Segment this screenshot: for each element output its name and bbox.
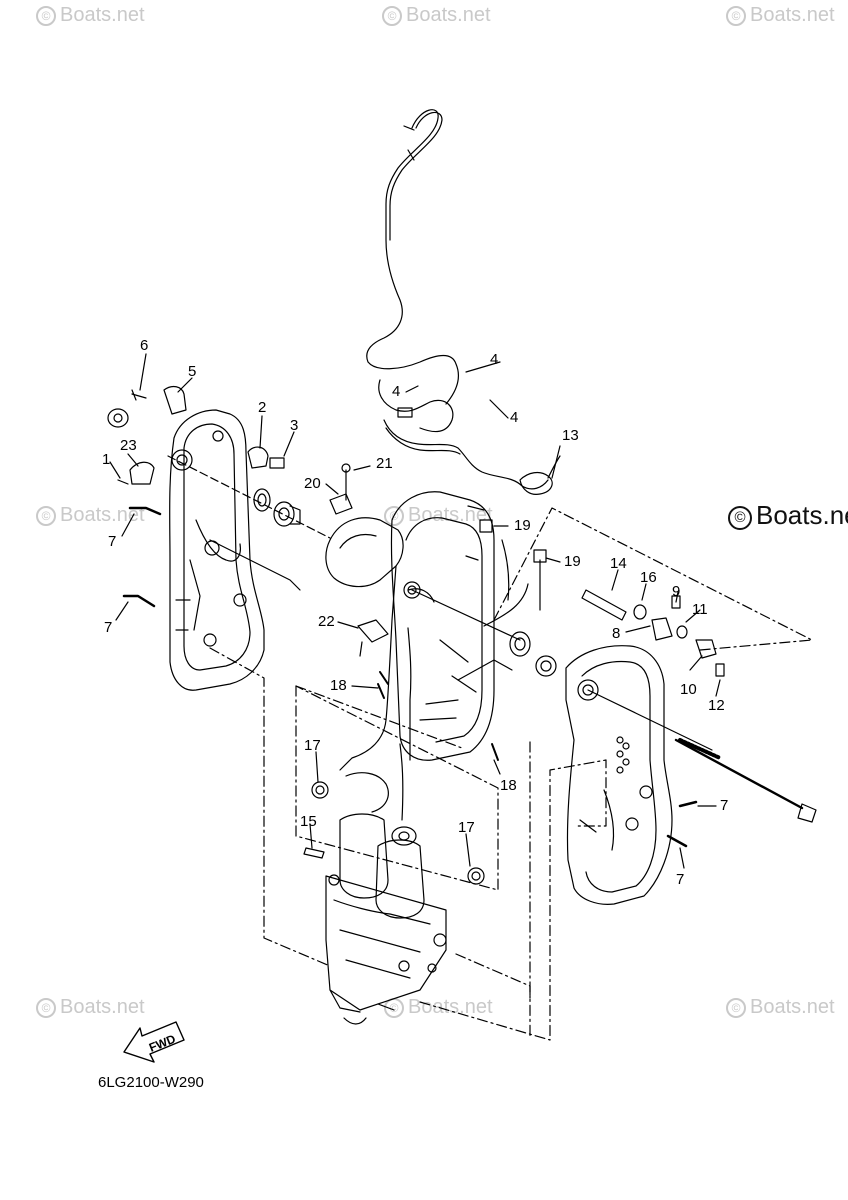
wire-harness bbox=[366, 109, 561, 495]
part-label: 8 bbox=[612, 625, 621, 642]
assembly-lines bbox=[167, 455, 817, 1041]
part-label: 4 bbox=[510, 409, 519, 426]
part-label: 21 bbox=[376, 455, 393, 472]
part-label: 3 bbox=[290, 417, 299, 434]
part-label: 4 bbox=[490, 351, 499, 368]
part-label: 18 bbox=[500, 777, 517, 794]
connector-shape bbox=[397, 407, 413, 418]
watermark: ©Boats.net bbox=[36, 4, 145, 27]
part-label: 22 bbox=[318, 613, 335, 630]
part-label: 7 bbox=[720, 797, 729, 814]
part-label: 6 bbox=[140, 337, 149, 354]
part-label: 17 bbox=[304, 737, 321, 754]
watermark: ©Boats.net bbox=[726, 996, 835, 1019]
copyright-icon: © bbox=[726, 5, 746, 26]
part-label: 7 bbox=[104, 619, 113, 636]
part-label: 2 bbox=[258, 399, 267, 416]
part-label: 19 bbox=[514, 517, 531, 534]
part-label: 1 bbox=[102, 451, 111, 468]
sensor-shape bbox=[519, 471, 553, 495]
copyright-icon: © bbox=[36, 505, 56, 526]
part-label: 5 bbox=[188, 363, 197, 380]
part-label: 17 bbox=[458, 819, 475, 836]
part-label: 4 bbox=[392, 383, 401, 400]
diagram-code: 6LG2100-W290 bbox=[98, 1074, 204, 1091]
clamp-bracket-right bbox=[565, 645, 673, 905]
swivel-bracket bbox=[325, 491, 495, 813]
copyright-icon: © bbox=[726, 997, 746, 1018]
part-label: 7 bbox=[676, 871, 685, 888]
part-label: 23 bbox=[120, 437, 137, 454]
part-label: 7 bbox=[108, 533, 117, 550]
part-label: 14 bbox=[610, 555, 627, 572]
copyright-icon: © bbox=[382, 5, 402, 26]
part-label: 19 bbox=[564, 553, 581, 570]
part-label: 16 bbox=[640, 569, 657, 586]
copyright-icon: © bbox=[728, 506, 752, 530]
part-label: 13 bbox=[562, 427, 579, 444]
small-parts bbox=[107, 385, 725, 885]
label-leaders bbox=[109, 353, 721, 869]
part-label: 9 bbox=[672, 583, 681, 600]
copyright-icon: © bbox=[36, 5, 56, 26]
part-label: 12 bbox=[708, 697, 725, 714]
tilt-trim-unit bbox=[325, 813, 447, 1025]
watermark: ©Boats.net bbox=[36, 996, 145, 1019]
watermark: ©Boats.net bbox=[726, 4, 835, 27]
part-label: 10 bbox=[680, 681, 697, 698]
copyright-icon: © bbox=[36, 997, 56, 1018]
fwd-arrow-icon: FWD bbox=[123, 1021, 185, 1063]
part-label: 11 bbox=[692, 601, 708, 618]
brand-watermark: ©Boats.net bbox=[728, 500, 848, 531]
watermark: ©Boats.net bbox=[36, 504, 145, 527]
part-label: 15 bbox=[300, 813, 317, 830]
part-label: 20 bbox=[304, 475, 321, 492]
watermark: ©Boats.net bbox=[382, 4, 491, 27]
clamp-bracket-left bbox=[169, 409, 265, 691]
part-label: 18 bbox=[330, 677, 347, 694]
